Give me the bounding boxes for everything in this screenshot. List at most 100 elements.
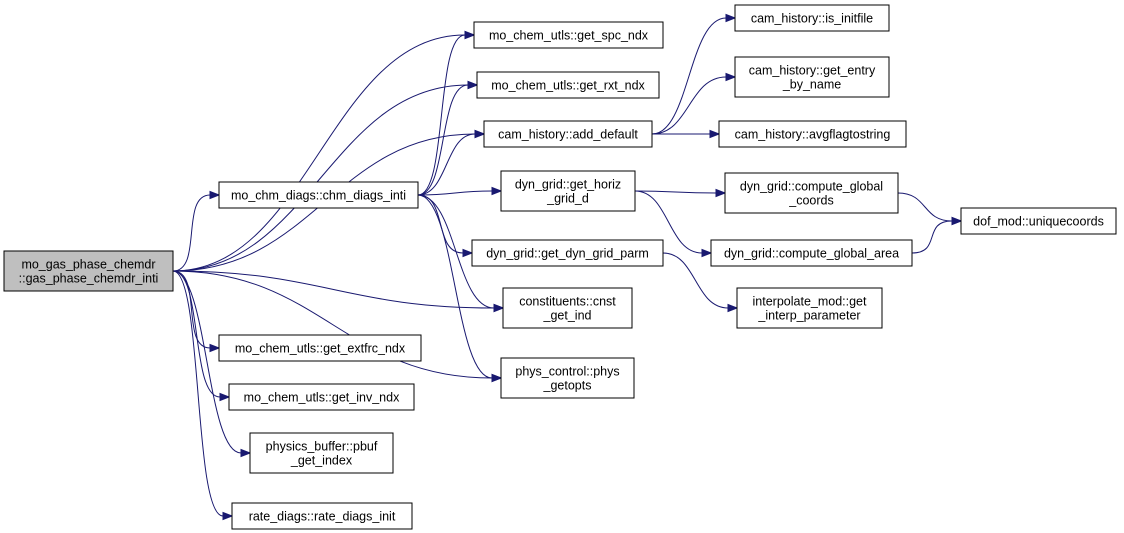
- edge-root-to-get_spc: [172, 34, 466, 272]
- node-cnst_get_ind-box: [502, 287, 633, 329]
- node-get_entry-label-1: _by_name: [782, 78, 841, 92]
- node-get_dyn_parm-label-0: dyn_grid::get_dyn_grid_parm: [486, 247, 649, 261]
- node-rate_diags[interactable]: rate_diags::rate_diags_init: [231, 502, 413, 530]
- node-cnst_get_ind[interactable]: constituents::cnst_get_ind: [502, 287, 633, 329]
- node-uniquecoords-box: [960, 207, 1117, 235]
- node-phys_getopts[interactable]: phys_control::phys_getopts: [500, 357, 635, 399]
- arrowhead-root-to-rate_diags: [222, 511, 234, 521]
- node-get_spc-label-0: mo_chem_utls::get_spc_ndx: [489, 29, 649, 43]
- edge-root-to-chm_diags: [172, 194, 211, 272]
- arrowhead-add_default-to-is_initfile: [725, 13, 737, 23]
- edge-root-to-get_extfrc: [172, 270, 211, 349]
- arrowhead-chm_diags-to-phys_getopts: [491, 373, 503, 383]
- arrowhead-chm_diags-to-get_dyn_parm: [462, 248, 474, 258]
- node-gcoords-label-0: dyn_grid::compute_global: [740, 180, 883, 194]
- node-get_rxt-label-0: mo_chem_utls::get_rxt_ndx: [491, 79, 645, 93]
- node-get_dyn_parm-box: [471, 239, 664, 267]
- node-interp-label-0: interpolate_mod::get: [753, 295, 867, 309]
- node-interp[interactable]: interpolate_mod::get_interp_parameter: [736, 287, 883, 329]
- node-gcoords[interactable]: dyn_grid::compute_global_coords: [724, 172, 899, 214]
- edge-chm_diags-to-get_rxt: [417, 84, 469, 196]
- node-get_horiz[interactable]: dyn_grid::get_horiz_grid_d: [500, 170, 636, 212]
- edge-get_horiz-to-garea: [634, 190, 703, 254]
- node-get_rxt[interactable]: mo_chem_utls::get_rxt_ndx: [476, 71, 660, 99]
- node-get_inv-label-0: mo_chem_utls::get_inv_ndx: [244, 391, 400, 405]
- node-is_initfile[interactable]: cam_history::is_initfile: [734, 4, 890, 32]
- edge-gcoords-to-uniquecoords: [897, 192, 953, 222]
- arrowhead-add_default-to-get_entry: [725, 72, 737, 82]
- node-is_initfile-label-0: cam_history::is_initfile: [751, 12, 873, 26]
- arrowhead-add_default-to-avgflag: [709, 129, 721, 139]
- node-get_dyn_parm[interactable]: dyn_grid::get_dyn_grid_parm: [471, 239, 664, 267]
- arrowhead-get_horiz-to-garea: [701, 248, 713, 258]
- node-rate_diags-label-0: rate_diags::rate_diags_init: [249, 510, 396, 524]
- arrowhead-get_dyn_parm-to-interp: [727, 303, 739, 313]
- node-chm_diags-box: [218, 181, 419, 209]
- arrowhead-root-to-chm_diags: [209, 190, 221, 200]
- edge-root-to-phys_getopts: [172, 270, 493, 379]
- node-avgflag-box: [718, 120, 907, 148]
- node-pbuf-box: [249, 432, 394, 474]
- edge-chm_diags-to-phys_getopts: [417, 194, 493, 379]
- node-add_default[interactable]: cam_history::add_default: [483, 120, 653, 148]
- node-get_spc-box: [473, 21, 664, 49]
- node-add_default-label-0: cam_history::add_default: [498, 128, 638, 142]
- node-interp-label-1: _interp_parameter: [757, 309, 860, 323]
- node-add_default-box: [483, 120, 653, 148]
- node-get_extfrc-label-0: mo_chem_utls::get_extfrc_ndx: [235, 342, 406, 356]
- node-root[interactable]: mo_gas_phase_chemdr::gas_phase_chemdr_in…: [3, 250, 174, 292]
- arrowhead-chm_diags-to-get_spc: [464, 30, 476, 40]
- node-root-box: [3, 250, 174, 292]
- node-phys_getopts-label-0: phys_control::phys: [515, 365, 619, 379]
- node-garea-label-0: dyn_grid::compute_global_area: [724, 247, 899, 261]
- node-get_inv-box: [228, 383, 415, 411]
- node-root-label-0: mo_gas_phase_chemdr: [21, 258, 155, 272]
- node-interp-box: [736, 287, 883, 329]
- node-get_rxt-box: [476, 71, 660, 99]
- node-gcoords-label-1: _coords: [788, 194, 833, 208]
- node-rate_diags-box: [231, 502, 413, 530]
- node-cnst_get_ind-label-1: _get_ind: [543, 309, 592, 323]
- node-uniquecoords[interactable]: dof_mod::uniquecoords: [960, 207, 1117, 235]
- node-get_horiz-label-0: dyn_grid::get_horiz: [515, 178, 621, 192]
- arrowhead-garea-to-uniquecoords: [951, 216, 963, 226]
- arrowhead-chm_diags-to-get_horiz: [491, 186, 503, 196]
- edge-get_horiz-to-gcoords: [634, 190, 717, 194]
- node-phys_getopts-box: [500, 357, 635, 399]
- node-get_entry-label-0: cam_history::get_entry: [749, 64, 876, 78]
- node-get_inv[interactable]: mo_chem_utls::get_inv_ndx: [228, 383, 415, 411]
- node-root-label-1: ::gas_phase_chemdr_inti: [19, 272, 159, 286]
- edge-root-to-pbuf: [172, 270, 242, 454]
- node-is_initfile-box: [734, 4, 890, 32]
- arrowhead-chm_diags-to-get_rxt: [467, 80, 479, 90]
- node-get_extfrc[interactable]: mo_chem_utls::get_extfrc_ndx: [218, 334, 422, 362]
- node-cnst_get_ind-label-0: constituents::cnst: [519, 295, 616, 309]
- edge-root-to-get_rxt: [172, 84, 469, 272]
- node-chm_diags[interactable]: mo_chm_diags::chm_diags_inti: [218, 181, 419, 209]
- node-get_entry-box: [734, 56, 890, 98]
- edge-chm_diags-to-get_horiz: [417, 190, 493, 196]
- node-garea[interactable]: dyn_grid::compute_global_area: [710, 239, 913, 267]
- arrowhead-chm_diags-to-add_default: [474, 129, 486, 139]
- node-get_spc[interactable]: mo_chem_utls::get_spc_ndx: [473, 21, 664, 49]
- arrowhead-chm_diags-to-cnst_get_ind: [493, 303, 505, 313]
- node-pbuf[interactable]: physics_buffer::pbuf_get_index: [249, 432, 394, 474]
- node-get_horiz-label-1: _grid_d: [546, 192, 589, 206]
- node-phys_getopts-label-1: _getopts: [543, 379, 592, 393]
- node-avgflag-label-0: cam_history::avgflagtostring: [735, 128, 891, 142]
- edge-get_dyn_parm-to-interp: [662, 252, 729, 309]
- edge-add_default-to-get_entry: [651, 76, 727, 135]
- edge-chm_diags-to-add_default: [417, 133, 476, 196]
- node-avgflag[interactable]: cam_history::avgflagtostring: [718, 120, 907, 148]
- edge-root-to-rate_diags: [172, 270, 224, 517]
- node-gcoords-box: [724, 172, 899, 214]
- edges-layer: [172, 13, 963, 521]
- node-chm_diags-label-0: mo_chm_diags::chm_diags_inti: [231, 189, 406, 203]
- node-uniquecoords-label-0: dof_mod::uniquecoords: [973, 215, 1104, 229]
- node-get_entry[interactable]: cam_history::get_entry_by_name: [734, 56, 890, 98]
- arrowhead-root-to-get_extfrc: [209, 343, 221, 353]
- node-get_extfrc-box: [218, 334, 422, 362]
- node-pbuf-label-1: _get_index: [290, 454, 353, 468]
- node-get_horiz-box: [500, 170, 636, 212]
